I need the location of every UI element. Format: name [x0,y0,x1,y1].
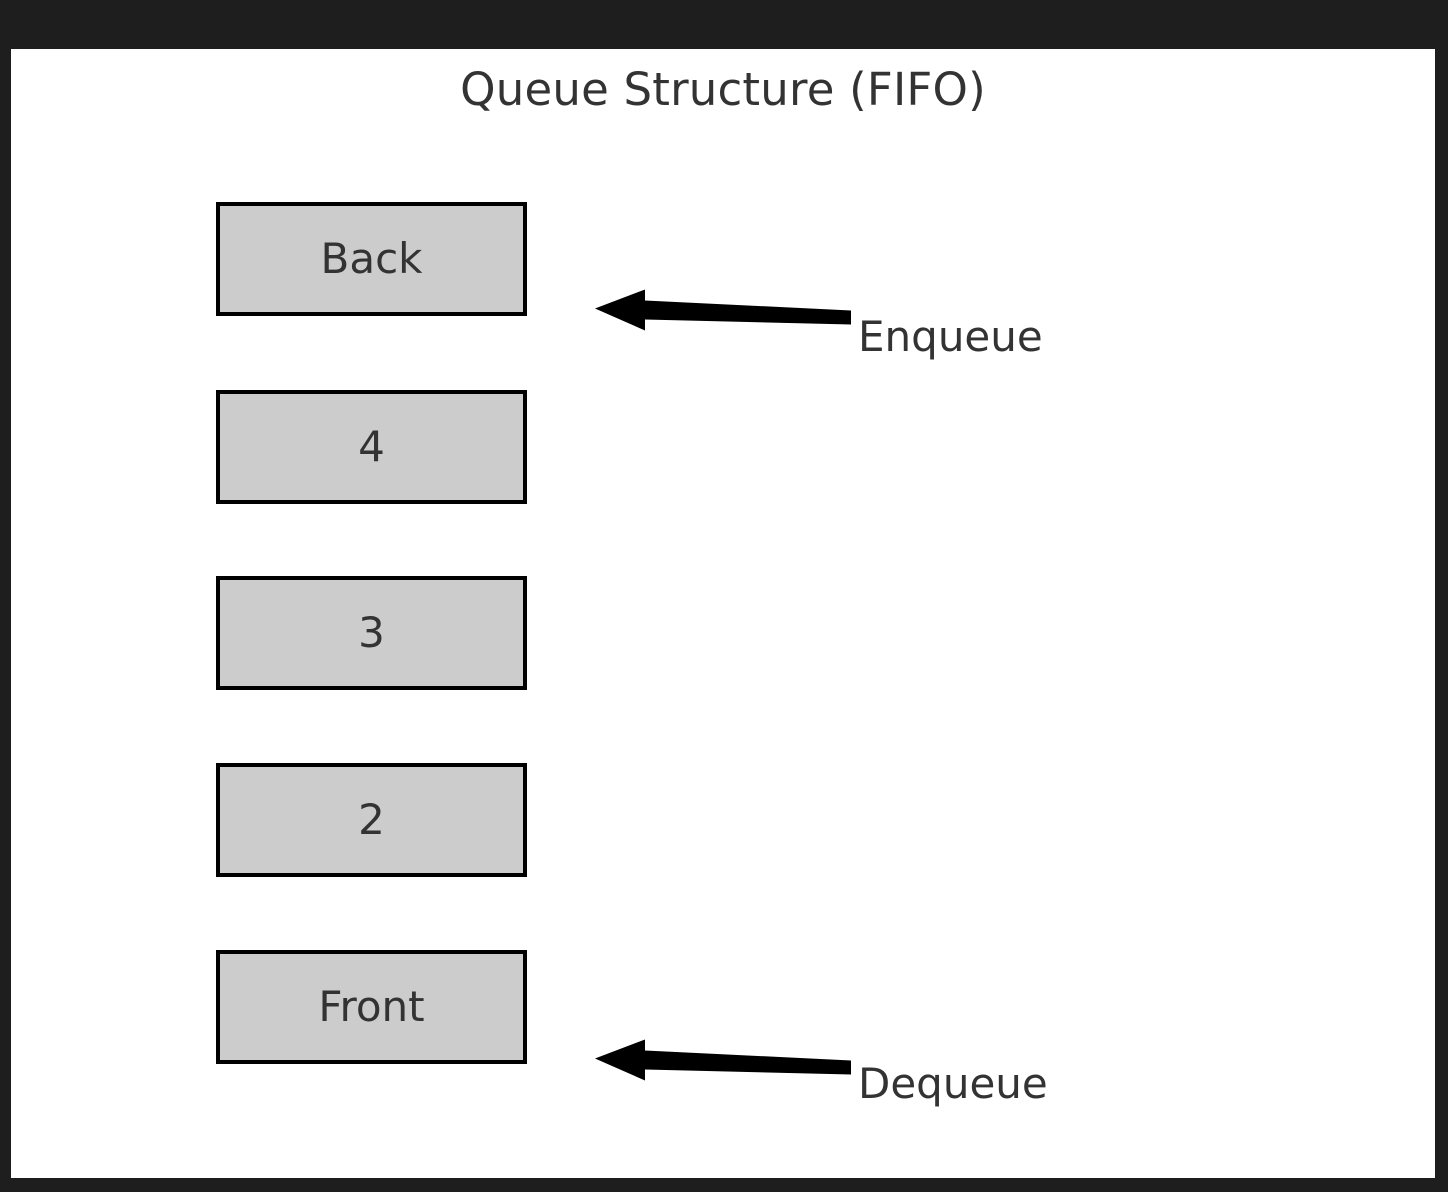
enqueue-arrow-icon [595,289,855,349]
queue-cell-2[interactable]: 2 [216,763,527,877]
page-title: Queue Structure (FIFO) [460,63,986,116]
queue-cell-label: Back [320,234,423,283]
queue-cell-label: 4 [358,422,385,471]
queue-cell-3[interactable]: 3 [216,576,527,690]
queue-cell-4[interactable]: 4 [216,390,527,504]
queue-cell-label: Front [318,982,425,1031]
dequeue-arrow-icon [595,1039,855,1099]
diagram-canvas: Queue Structure (FIFO) Back 4 3 2 Front … [11,49,1435,1178]
dequeue-label: Dequeue [858,1059,1048,1108]
queue-cell-front[interactable]: Front [216,950,527,1064]
queue-cell-back[interactable]: Back [216,202,527,316]
queue-cell-label: 3 [358,608,385,657]
queue-cell-label: 2 [358,795,385,844]
enqueue-label: Enqueue [858,312,1043,361]
